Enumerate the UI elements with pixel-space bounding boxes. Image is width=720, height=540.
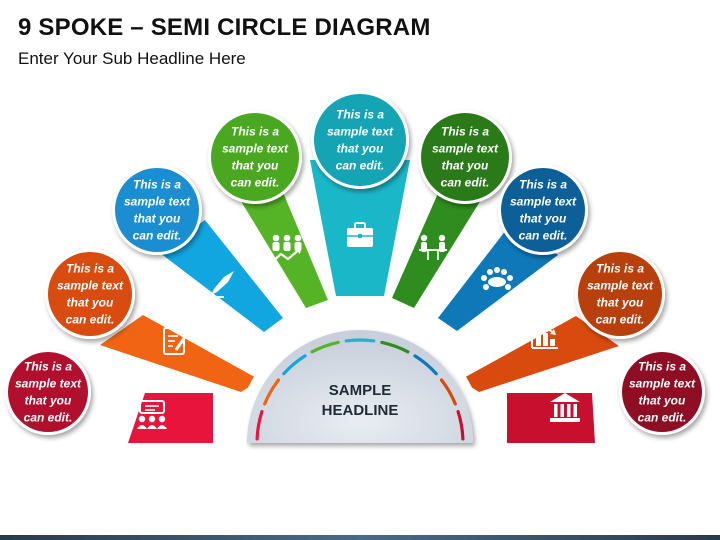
spoke-4-text-line-3: that you bbox=[232, 159, 279, 173]
bottom-bar bbox=[0, 535, 720, 540]
spoke-wedge-8 bbox=[460, 316, 619, 392]
hub-ring-segment-2 bbox=[263, 378, 281, 406]
spoke-1-text-line-1: This is a bbox=[24, 360, 72, 374]
hub-segment-ring bbox=[255, 338, 465, 441]
spoke-2-text-line-3: that you bbox=[67, 296, 114, 310]
spoke-circle-8: This is a sample text that you can edit. bbox=[575, 249, 665, 339]
spoke-4-text-line-1: This is a bbox=[231, 125, 279, 139]
spoke-4-text-line-4: can edit. bbox=[231, 176, 280, 190]
spoke-circle-6: This is a sample text that you can edit. bbox=[418, 110, 512, 204]
spoke-9-text-line-4: can edit. bbox=[638, 411, 687, 425]
spoke-3-text-line-2: sample text bbox=[124, 195, 191, 209]
spoke-3-text-line-4: can edit. bbox=[133, 229, 182, 243]
spoke-2-text-line-4: can edit. bbox=[66, 313, 115, 327]
spoke-7-text-line-1: This is a bbox=[519, 178, 567, 192]
bar-chart-down-icon bbox=[531, 322, 558, 349]
spoke-8-text-line-4: can edit. bbox=[596, 313, 645, 327]
spoke-5-text-line-3: that you bbox=[337, 142, 384, 156]
team-growth-icon bbox=[271, 234, 302, 263]
spoke-7-text-line-3: that you bbox=[520, 212, 567, 226]
center-hub: SAMPLE HEADLINE bbox=[235, 318, 485, 443]
spoke-7-text-line-4: can edit. bbox=[519, 229, 568, 243]
spoke-circle-9: This is a sample text that you can edit. bbox=[619, 349, 705, 435]
spoke-3-text-line-1: This is a bbox=[133, 178, 181, 192]
spoke-4-text-line-2: sample text bbox=[222, 142, 289, 156]
hub-ring-segment-8 bbox=[439, 378, 457, 406]
spoke-2-text-line-1: This is a bbox=[66, 262, 114, 276]
spoke-7-text-line-2: sample text bbox=[510, 195, 577, 209]
hub-ring-segment-1 bbox=[255, 410, 264, 441]
spoke-circle-7: This is a sample text that you can edit. bbox=[498, 165, 588, 255]
spoke-5-text-line-4: can edit. bbox=[336, 159, 385, 173]
spoke-5-text-line-2: sample text bbox=[327, 125, 394, 139]
spoke-circle-1: This is a sample text that you can edit. bbox=[5, 349, 91, 435]
spoke-circle-3: This is a sample text that you can edit. bbox=[112, 165, 202, 255]
spoke-8-text-line-2: sample text bbox=[587, 279, 654, 293]
spoke-6-text-line-4: can edit. bbox=[441, 176, 490, 190]
spoke-9-text-line-1: This is a bbox=[638, 360, 686, 374]
center-headline-line2: HEADLINE bbox=[322, 402, 399, 419]
spoke-8-text-line-1: This is a bbox=[596, 262, 644, 276]
spoke-circle-5: This is a sample text that you can edit. bbox=[311, 91, 409, 189]
hub-ring-segment-7 bbox=[413, 354, 438, 376]
spoke-6-text-line-2: sample text bbox=[432, 142, 499, 156]
spoke-5-text-line-1: This is a bbox=[336, 108, 384, 122]
center-headline-line1: SAMPLE bbox=[329, 382, 392, 399]
hub-ring-segment-5 bbox=[344, 338, 376, 343]
hub-ring-segment-6 bbox=[380, 340, 410, 354]
spoke-3-text-line-3: that you bbox=[134, 212, 181, 226]
spoke-9-text-line-3: that you bbox=[639, 394, 686, 408]
hub-ring-segment-4 bbox=[310, 340, 340, 354]
page-title: 9 SPOKE – SEMI CIRCLE DIAGRAM bbox=[18, 14, 431, 41]
spoke-8-text-line-3: that you bbox=[597, 296, 644, 310]
interview-table-icon bbox=[419, 234, 447, 260]
spoke-circle-2: This is a sample text that you can edit. bbox=[45, 249, 135, 339]
spoke-circle-4: This is a sample text that you can edit. bbox=[208, 110, 302, 204]
spoke-1-text-line-4: can edit. bbox=[24, 411, 73, 425]
conference-table-icon bbox=[481, 267, 513, 290]
clipboard-edit-icon bbox=[163, 325, 189, 355]
spoke-2-text-line-2: sample text bbox=[57, 279, 124, 293]
hub-ring-segment-3 bbox=[282, 354, 307, 376]
meeting-presentation-icon bbox=[137, 400, 167, 429]
spoke-6-text-line-1: This is a bbox=[441, 125, 489, 139]
spoke-6-text-line-3: that you bbox=[442, 159, 489, 173]
spoke-1-text-line-3: that you bbox=[25, 394, 72, 408]
spoke-1-text-line-2: sample text bbox=[15, 377, 82, 391]
pen-nib-icon bbox=[211, 271, 234, 298]
page-subtitle: Enter Your Sub Headline Here bbox=[18, 49, 246, 68]
hub-ring-segment-9 bbox=[456, 410, 465, 441]
spoke-9-text-line-2: sample text bbox=[629, 377, 696, 391]
spoke-wedge-3 bbox=[160, 220, 283, 332]
briefcase-icon bbox=[347, 222, 373, 247]
bank-building-icon bbox=[550, 393, 580, 422]
